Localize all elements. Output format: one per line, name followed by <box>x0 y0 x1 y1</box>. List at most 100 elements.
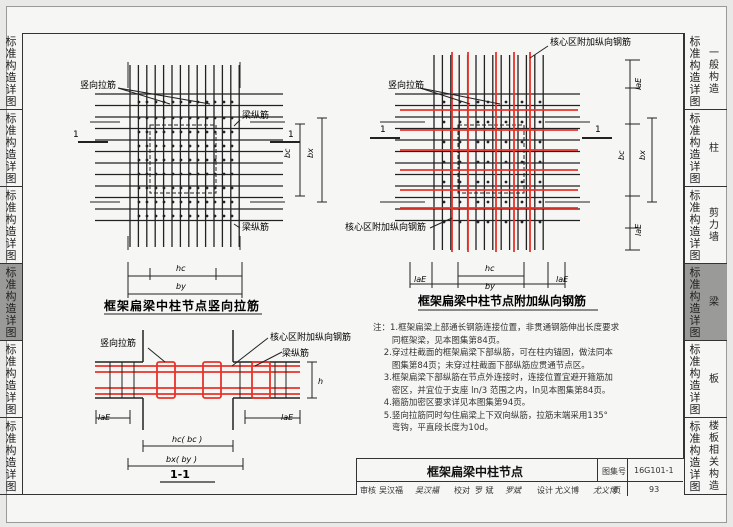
tie-dot <box>213 158 217 162</box>
tie-dot <box>154 144 158 148</box>
tie-dot <box>230 158 234 162</box>
page-number: 93 <box>649 485 660 494</box>
tie-dot <box>230 214 234 218</box>
note-line: 3.框架扁梁下部纵筋在节点外连接时，连接位置宜避开箍筋加 <box>373 373 613 383</box>
d3-dim-hc-bc: hc( bc ) <box>172 435 202 444</box>
drawing-sheet <box>6 6 727 523</box>
tie-dot <box>196 214 200 218</box>
review-label: 审核 <box>360 486 376 495</box>
tie-dot <box>137 130 141 134</box>
left-tab-4[interactable]: 标准构造详图 <box>0 341 22 418</box>
d3-dim-lae-left: laE <box>98 413 111 422</box>
design-label: 设计 <box>537 486 553 495</box>
left-tab-2[interactable]: 标准构造详图 <box>0 187 22 264</box>
d1-label-long: 梁纵筋 <box>242 109 269 121</box>
tie-dot <box>162 144 166 148</box>
tie-dot <box>171 158 175 162</box>
tie-dot <box>504 140 508 144</box>
leader-line <box>419 87 471 105</box>
d2-label-tie: 竖向拉筋 <box>388 79 424 91</box>
right-tab-sub: 剪力墙 <box>709 207 719 243</box>
tie-dot <box>196 186 200 190</box>
tie-dot <box>137 116 141 120</box>
tie-dot <box>171 116 175 120</box>
leader-line <box>117 87 211 105</box>
d2-label-core: 核心区附加纵向钢筋 <box>345 221 426 233</box>
note-line: 5.竖向拉筋同时勾住扁梁上下双向纵筋，拉筋末端采用135° <box>373 410 608 421</box>
right-tab-2[interactable]: 标准构造详图剪力墙 <box>685 187 727 264</box>
tie-dot <box>442 160 446 164</box>
tie-dot <box>137 200 141 204</box>
tie-dot <box>196 116 200 120</box>
tie-dot <box>162 158 166 162</box>
tie-dot <box>222 214 226 218</box>
tie-dot <box>145 158 149 162</box>
d2-caption: 框架扁梁中柱节点附加纵向钢筋 <box>418 293 586 308</box>
note-line: 弯钩，平直段长度为10d。 <box>373 423 494 433</box>
left-tab-1[interactable]: 标准构造详图 <box>0 110 22 187</box>
tie-dot <box>222 200 226 204</box>
tie-dot <box>442 120 446 124</box>
right-tab-5[interactable]: 标准构造详图楼板相关构造 <box>685 418 727 495</box>
tie-dot <box>222 100 226 104</box>
tie-dot <box>213 144 217 148</box>
d3-dim-h: h <box>318 377 323 386</box>
tie-dot <box>504 200 508 204</box>
right-tab-1[interactable]: 标准构造详图柱 <box>685 110 727 187</box>
note-line: 同框架梁，见本图集第84页。 <box>373 335 505 346</box>
tie-dot <box>486 160 490 164</box>
tie-dot <box>205 158 209 162</box>
title-block-title: 框架扁梁中柱节点 <box>427 465 524 479</box>
tie-dot <box>188 116 192 120</box>
tie-dot <box>179 200 183 204</box>
tie-dot <box>154 130 158 134</box>
tie-dot <box>188 100 192 104</box>
d2-section-mark-left: 1 <box>380 125 386 135</box>
d1-dim-bc: bc <box>283 148 292 158</box>
d3-dim-bx-by: bx( by ) <box>166 455 197 464</box>
right-tab-4[interactable]: 标准构造详图板 <box>685 341 727 418</box>
tie-dot <box>205 186 209 190</box>
right-tab-0[interactable]: 标准构造详图一般构造 <box>685 33 727 110</box>
tie-dot <box>137 172 141 176</box>
tie-dot <box>179 130 183 134</box>
tie-dot <box>188 214 192 218</box>
right-tab-main: 标准构造详图 <box>689 112 701 185</box>
tie-dot <box>137 100 141 104</box>
note-line: 2.穿过柱截面的框架扁梁下部纵筋，可在柱内锚固，做法同本 <box>373 348 613 358</box>
tie-dot <box>222 158 226 162</box>
diagram1-plan <box>78 62 327 315</box>
tie-dot <box>145 100 149 104</box>
left-tab-label: 标准构造详图 <box>5 266 17 339</box>
d2-dim-lae-top: laE <box>634 77 643 90</box>
atlas-label: 图集号 <box>602 467 626 476</box>
tie-dot <box>486 140 490 144</box>
left-tab-5[interactable]: 标准构造详图 <box>0 418 22 495</box>
tie-dot <box>213 130 217 134</box>
tie-dot <box>222 186 226 190</box>
tie-dot <box>222 130 226 134</box>
tie-dot <box>205 214 209 218</box>
left-tab-0[interactable]: 标准构造详图 <box>0 33 22 110</box>
tie-dot <box>196 172 200 176</box>
tie-dot <box>222 144 226 148</box>
right-tab-sub: 楼板相关构造 <box>709 421 719 492</box>
tie-dot <box>188 172 192 176</box>
tie-dot <box>205 130 209 134</box>
tie-dot <box>458 200 462 204</box>
column-stirrup <box>156 361 176 399</box>
right-tab-3[interactable]: 标准构造详图梁 <box>685 264 727 341</box>
d2-dim-lae-right: laE <box>556 275 569 284</box>
tie-dot <box>213 172 217 176</box>
tie-dot <box>520 220 524 224</box>
d1-dim-hc: hc <box>176 264 186 273</box>
tie-dot <box>154 100 158 104</box>
tie-dot <box>154 172 158 176</box>
tie-dot <box>520 180 524 184</box>
tie-dot <box>486 120 490 124</box>
left-tab-3[interactable]: 标准构造详图 <box>0 264 22 341</box>
tie-dot <box>205 144 209 148</box>
tie-dot <box>137 144 141 148</box>
note-line: 注：1.框架扁梁上部通长钢筋连接位置，非贯通钢筋伸出长度要求 <box>373 323 620 333</box>
drawing-frame <box>22 33 684 495</box>
